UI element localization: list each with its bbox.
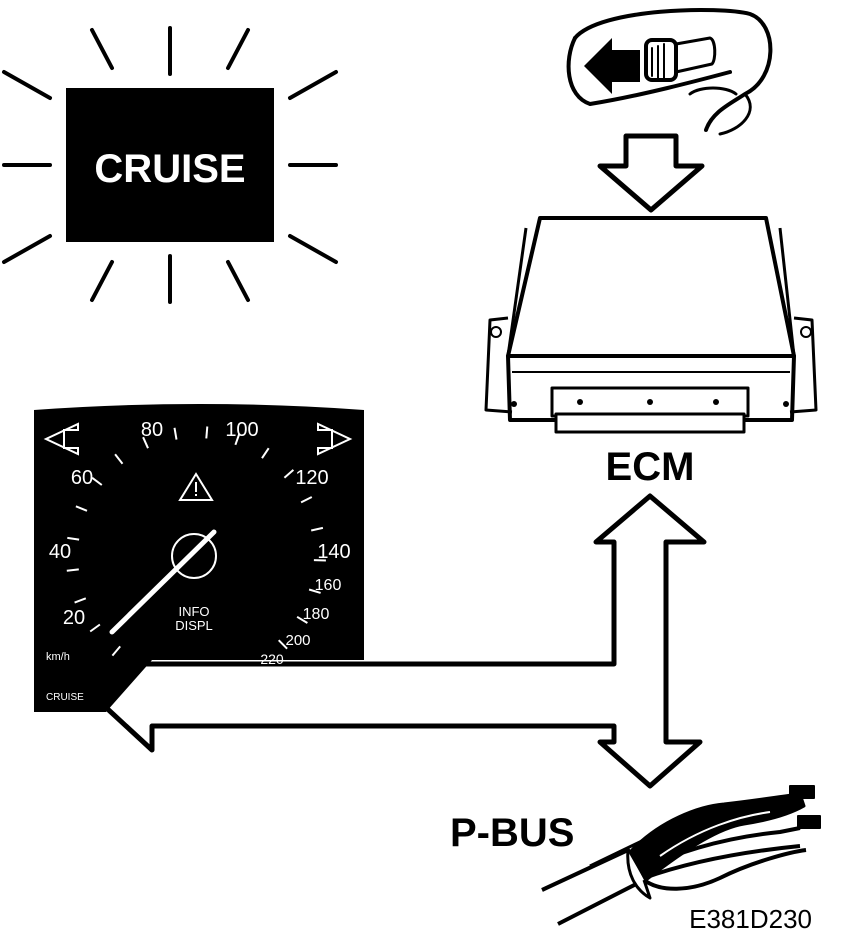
dial-label: 100 [225,419,258,441]
figure-code: E381D230 [689,904,812,934]
dial-tick [66,568,79,572]
dial-label: 160 [315,577,342,594]
cruise-lever [566,8,773,136]
needle-hub [171,533,217,579]
dial-label: 60 [71,467,93,489]
dial-tick [89,623,101,633]
pbus-label: P-BUS [450,811,574,855]
dial-label: 80 [141,419,163,441]
speed-needle [109,529,217,635]
cruise-lamp: CRUISE [2,26,338,304]
dial-label: 220 [260,651,284,667]
dial-tick [234,433,241,446]
info-display-line1: INFO [178,604,209,619]
turn-left-arrow-icon [43,422,79,456]
dial-tick [74,597,87,604]
turn-right-arrow-icon [317,422,353,456]
dial-label: 200 [285,632,310,649]
lamp-panel [66,88,274,242]
dial-tick [75,505,88,512]
dial-tick [91,476,103,486]
lamp-rays [2,26,338,304]
dial-tick [308,588,321,594]
dial-tick [261,447,270,459]
warning-triangle-icon [178,472,214,501]
dial-tick [277,639,288,650]
lever-button [644,38,678,82]
dial-tick [67,536,80,541]
dial-tick [111,645,121,657]
push-arrow-icon [584,38,640,94]
dial-tick [173,427,178,440]
dial-label: 20 [63,607,85,629]
speed-unit-label: km/h [46,651,70,663]
dial-tick [114,453,124,465]
dial-tick [205,426,209,439]
cruise-indicator-label: CRUISE [46,692,84,703]
ecm-label: ECM [606,445,695,489]
arrow-down-icon [597,133,705,213]
dial-label: 140 [317,541,350,563]
dial-tick [310,526,324,532]
dial-label: 180 [303,606,330,623]
dial-tick [142,436,149,449]
cruise-lamp-label: CRUISE [94,147,245,191]
dial-ticks [66,426,326,657]
speedometer-face [34,404,364,712]
dial-tick [296,615,308,624]
info-display-line2: DISPL [175,618,213,633]
ecm-unit [484,216,818,434]
dial-label: 120 [295,467,328,489]
dial-tick [283,469,295,479]
pbus-cable [541,785,821,926]
bus-arrows [97,493,707,789]
dial-label: 40 [49,541,71,563]
dial-tick [300,496,313,504]
